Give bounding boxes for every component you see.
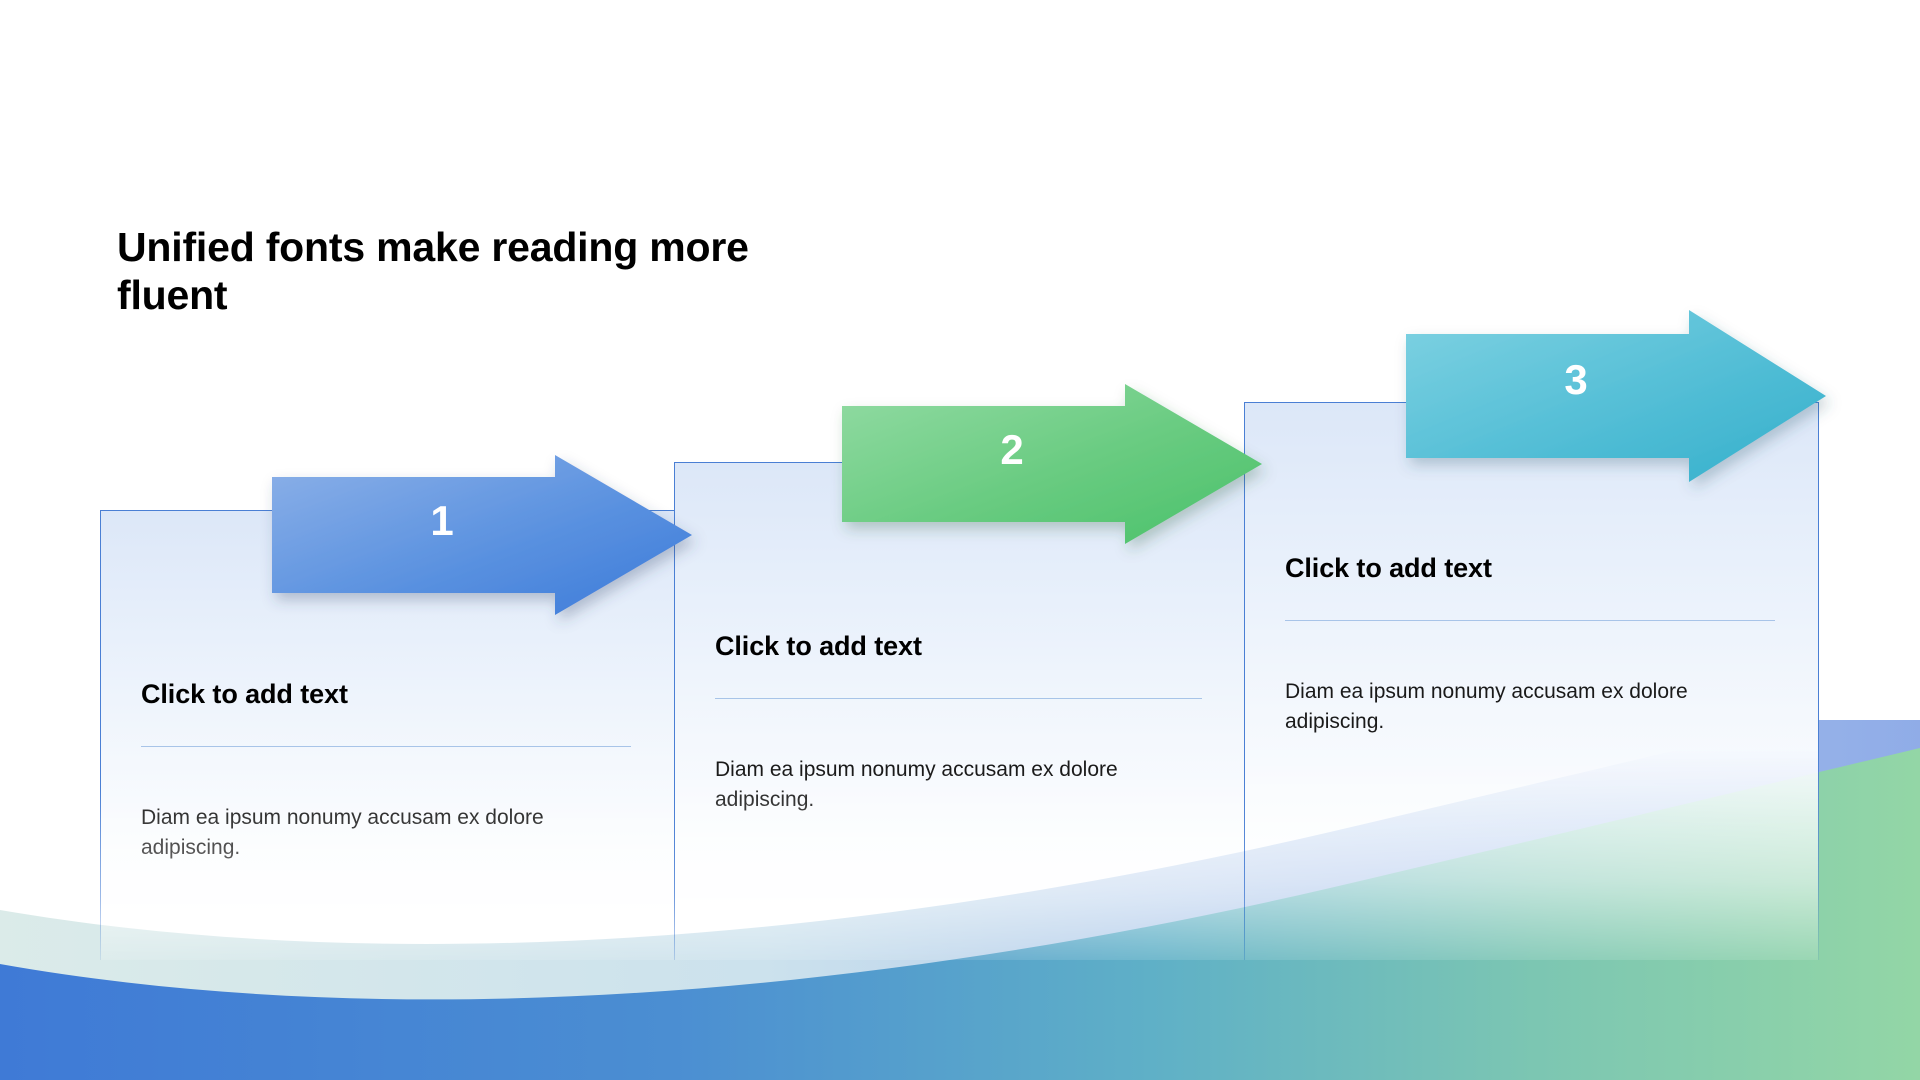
step-card-3[interactable]: Click to add text Diam ea ipsum nonumy a…	[1244, 402, 1819, 960]
arrow-shape-3	[1406, 310, 1826, 482]
step-card-3-body[interactable]: Diam ea ipsum nonumy accusam ex dolore a…	[1285, 680, 1688, 733]
step-card-3-heading[interactable]: Click to add text	[1285, 553, 1492, 583]
step-card-3-divider	[1285, 620, 1775, 621]
step-arrow-3[interactable]: 3	[1406, 310, 1826, 482]
step-card-1-heading[interactable]: Click to add text	[141, 679, 348, 709]
step-card-2-divider	[715, 698, 1202, 699]
step-card-1-body[interactable]: Diam ea ipsum nonumy accusam ex dolore a…	[141, 806, 544, 859]
step-card-2[interactable]: Click to add text Diam ea ipsum nonumy a…	[674, 462, 1245, 960]
step-card-2-heading[interactable]: Click to add text	[715, 631, 922, 661]
step-arrow-2-number: 2	[1000, 426, 1024, 473]
step-arrow-1-number: 1	[430, 497, 454, 544]
step-arrow-2[interactable]: 2	[842, 384, 1262, 544]
step-card-2-body[interactable]: Diam ea ipsum nonumy accusam ex dolore a…	[715, 758, 1118, 811]
page-title: Unified fonts make reading more fluent	[117, 224, 749, 318]
step-card-1-divider	[141, 746, 631, 747]
step-arrow-1[interactable]: 1	[272, 455, 692, 615]
arrow-shape-1	[272, 455, 692, 615]
step-arrow-3-number: 3	[1564, 356, 1588, 403]
arrow-shape-2	[842, 384, 1262, 544]
